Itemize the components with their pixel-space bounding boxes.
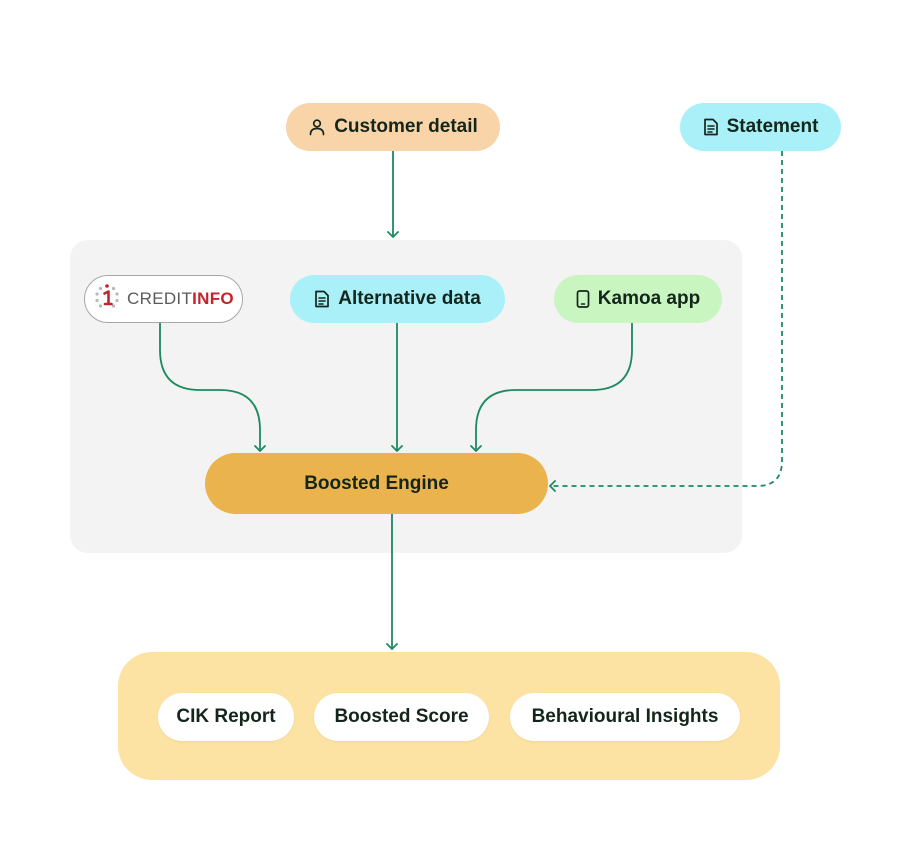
output-label: Boosted Score <box>334 706 469 727</box>
user-icon <box>308 118 326 136</box>
output-label: Behavioural Insights <box>531 706 719 727</box>
creditinfo-logo <box>93 283 121 316</box>
arrow-creditinfo-to-engine <box>159 323 266 452</box>
arrow-kamoa-to-engine <box>470 323 633 452</box>
alternative-data-node: Alternative data <box>290 275 505 323</box>
arrow-statement-to-engine <box>549 151 783 492</box>
kamoa-app-label: Kamoa app <box>597 288 701 309</box>
output-behavioural-insights: Behavioural Insights <box>510 693 740 741</box>
customer-detail-node: Customer detail <box>286 103 500 151</box>
boosted-engine-label: Boosted Engine <box>304 472 449 494</box>
statement-node: Statement <box>680 103 841 151</box>
statement-label: Statement <box>726 116 819 137</box>
document-icon <box>314 290 330 308</box>
output-label: CIK Report <box>176 706 276 727</box>
creditinfo-text-bold: INFO <box>192 289 234 308</box>
output-cik-report: CIK Report <box>158 693 294 741</box>
creditinfo-node: CREDITINFO <box>84 275 243 323</box>
output-boosted-score: Boosted Score <box>314 693 489 741</box>
smartphone-icon <box>576 290 590 308</box>
creditinfo-text-light: CREDIT <box>127 289 193 308</box>
customer-detail-label: Customer detail <box>334 116 478 137</box>
alternative-data-label: Alternative data <box>338 288 481 309</box>
kamoa-app-node: Kamoa app <box>554 275 722 323</box>
boosted-engine-node: Boosted Engine <box>205 453 548 514</box>
document-icon <box>703 118 719 136</box>
